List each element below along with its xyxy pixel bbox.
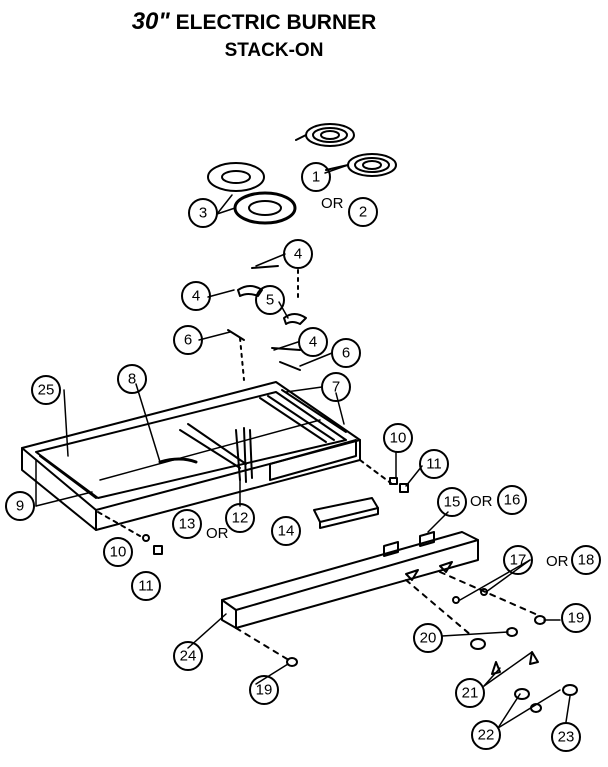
svg-text:11: 11 [426,456,442,473]
svg-text:10: 10 [110,544,127,561]
callout-14: 14 [271,516,301,546]
callout-23: 23 [551,722,581,752]
callout-25: 25 [31,375,61,405]
svg-text:11: 11 [138,578,154,595]
svg-text:4: 4 [294,246,302,263]
svg-text:6: 6 [342,345,350,362]
leader-lines [35,164,571,729]
callout-6a: 6 [173,325,203,355]
svg-text:19: 19 [568,610,585,627]
diagram-title-line2: STACK-ON [224,40,324,61]
coil-burner-element-2 [325,153,397,177]
svg-text:4: 4 [309,334,317,351]
burner-box-frame [21,381,361,531]
callout-3: 3 [188,198,218,228]
svg-text:3: 3 [199,205,207,222]
callout-21: 21 [455,678,485,708]
svg-text:21: 21 [462,685,479,702]
callout-17: 17 [503,545,533,575]
svg-text:17: 17 [510,552,527,569]
svg-text:5: 5 [266,292,274,309]
callout-2: 2 [348,197,378,227]
svg-text:23: 23 [558,729,575,746]
svg-text:1: 1 [312,169,320,186]
callout-16: 16 [497,485,527,515]
callout-6b: 6 [331,338,361,368]
svg-text:12: 12 [232,510,249,527]
callout-1: 1 [301,162,331,192]
screws-hardware [97,459,409,555]
callout-13: 13 [172,509,202,539]
svg-text:22: 22 [478,727,495,744]
svg-text:20: 20 [420,630,437,647]
svg-text:24: 24 [180,648,197,665]
callout-4c: 4 [298,327,328,357]
callout-11a: 11 [419,449,449,479]
or-label-13: OR [206,525,229,542]
svg-text:16: 16 [504,492,521,509]
drip-pan-3 [207,162,297,225]
receptacle-brackets [227,265,307,381]
callout-19a: 19 [561,603,591,633]
diagram-title-size: 30" [131,8,170,35]
callouts: 1 2 3 4 4 4 5 6 6 7 8 9 10 10 11 11 12 1… [5,162,601,752]
or-label-16: OR [470,493,493,510]
svg-text:10: 10 [390,430,407,447]
callout-24: 24 [173,641,203,671]
callout-8: 8 [117,364,147,394]
front-rail-24 [221,531,479,629]
svg-text:7: 7 [332,379,340,396]
callout-9: 9 [5,491,35,521]
callout-19b: 19 [249,675,279,705]
svg-text:14: 14 [278,523,295,540]
callout-12: 12 [225,503,255,533]
switch-part-14 [313,497,379,529]
knob-assembly [235,571,578,713]
svg-text:2: 2 [359,204,367,221]
callout-18: 18 [571,545,601,575]
callout-5: 5 [255,285,285,315]
svg-text:15: 15 [444,494,461,511]
diagram-title-line1: 30" ELECTRIC BURNER [0,8,558,36]
svg-text:6: 6 [184,332,192,349]
callout-10a: 10 [383,423,413,453]
callout-7: 7 [321,372,351,402]
svg-text:19: 19 [256,682,273,699]
diagram-title-text: ELECTRIC BURNER [175,11,377,34]
svg-text:9: 9 [16,498,24,515]
svg-text:8: 8 [128,371,136,388]
svg-text:13: 13 [179,516,196,533]
callout-10b: 10 [103,537,133,567]
callout-22: 22 [471,720,501,750]
svg-text:25: 25 [38,382,55,399]
or-labels: OR OR OR OR [206,195,569,570]
callout-4b: 4 [181,281,211,311]
svg-text:4: 4 [192,288,200,305]
callout-15: 15 [437,487,467,517]
svg-text:18: 18 [578,552,595,569]
callout-20: 20 [413,623,443,653]
or-label-18: OR [546,553,569,570]
callout-11b: 11 [131,571,161,601]
or-label-2: OR [321,195,344,212]
coil-burner-element-1 [295,123,355,147]
callout-4a: 4 [283,239,313,269]
